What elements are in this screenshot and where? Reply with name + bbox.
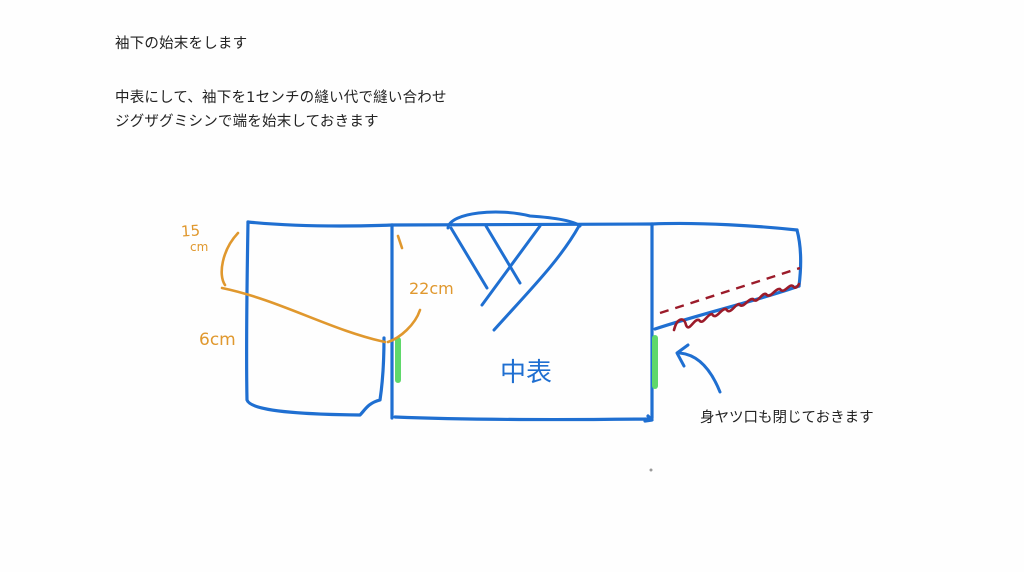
collar-outline <box>446 210 582 332</box>
curved-arrow-icon <box>675 343 722 394</box>
measure-lines <box>220 231 422 344</box>
zigzag-stitch <box>672 282 801 332</box>
body-label: 中表 <box>500 358 553 388</box>
right-sleeve-outline <box>650 221 803 331</box>
sleeve-top-unit: cm <box>190 240 209 254</box>
instruction-line-1: 中表にして、袖下を1センチの縫い代で縫い合わせ <box>115 90 447 106</box>
body-outline <box>390 222 654 423</box>
instruction-line-2: ジグザグミシンで端を始末しておきます <box>115 114 379 130</box>
step-title: 袖下の始末をします <box>115 36 248 52</box>
dot-marker <box>649 468 653 472</box>
armhole-measure: 22cm <box>409 279 454 298</box>
sleeve-bottom-measure: 6cm <box>199 330 236 350</box>
seam-dashed-line <box>659 266 801 315</box>
armhole-note: 身ヤツ口も閉じておきます <box>700 410 874 426</box>
sleeve-top-measure: 15 <box>180 221 201 241</box>
left-sleeve-outline <box>244 220 394 417</box>
